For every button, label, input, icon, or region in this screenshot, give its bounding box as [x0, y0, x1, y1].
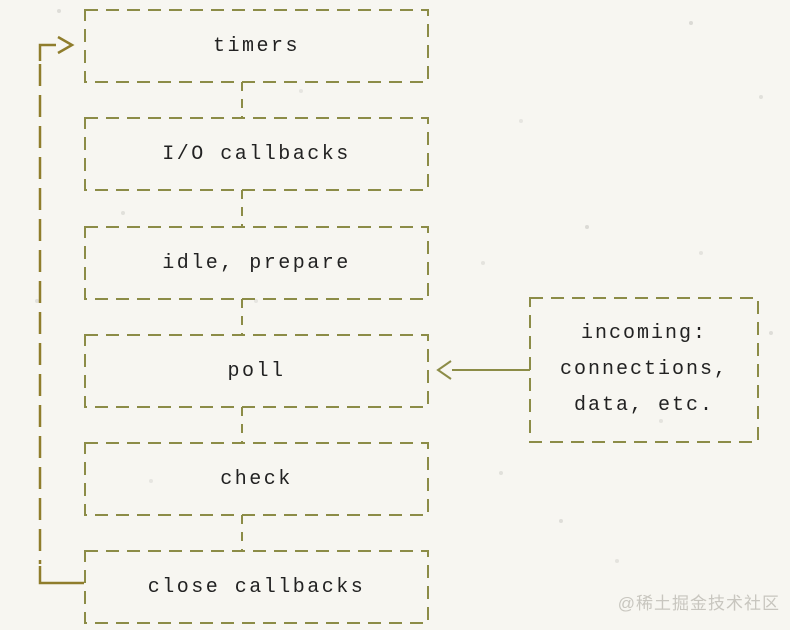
phase-idle-prepare: idle, prepare — [162, 251, 351, 275]
incoming-to-poll-arrowhead-icon — [436, 360, 452, 380]
loop-arrowhead-icon — [57, 35, 75, 55]
phase-timers: timers — [212, 34, 300, 58]
side-box-line: incoming: — [580, 322, 708, 345]
phase-box-outline-close-callbacks — [84, 550, 429, 624]
phase-box-outline-check — [84, 442, 429, 516]
side-box-incoming: incoming: connections, data, etc. — [530, 298, 758, 442]
phase-box-outline-idle-prepare — [84, 226, 429, 300]
watermark: @稀土掘金技术社区 — [617, 594, 780, 613]
phase-box-outline-io-callbacks — [84, 117, 429, 191]
phase-box-outline-poll — [84, 334, 429, 408]
phase-io-callbacks: I/O callbacks — [162, 142, 351, 166]
phase-box-outline-timers — [84, 9, 429, 83]
phase-check: check — [220, 467, 293, 491]
loop-back-group — [38, 35, 84, 585]
side-box-line: connections, — [559, 358, 729, 381]
loop-bottom-corner — [38, 566, 84, 585]
side-box-line: data, etc. — [573, 394, 715, 417]
loop-top-corner — [38, 43, 56, 61]
phase-close-callbacks: close callbacks — [147, 575, 366, 599]
phase-poll: poll — [227, 359, 286, 383]
box-outline-group — [84, 9, 759, 624]
